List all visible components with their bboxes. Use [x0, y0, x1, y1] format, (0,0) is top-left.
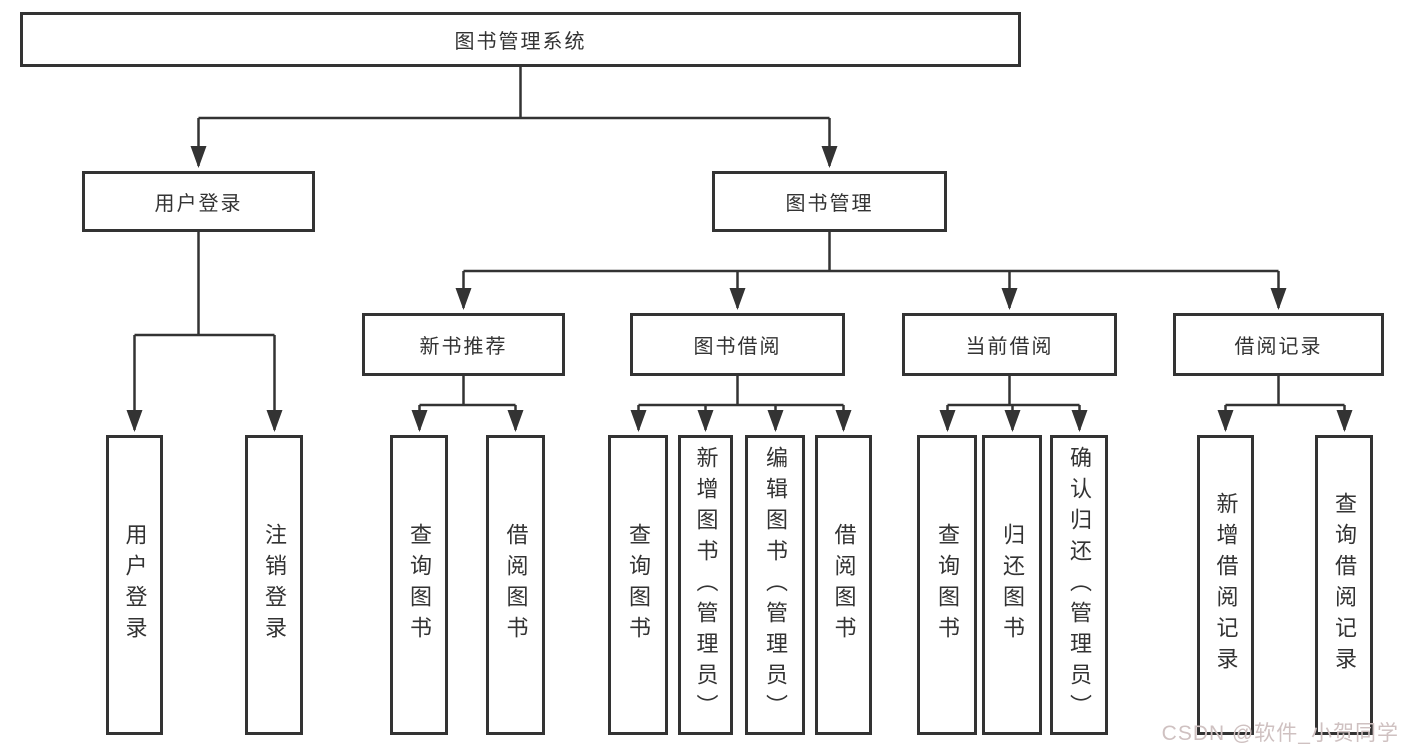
leaf-confirm-return-admin: 确认归还（管理员）	[1050, 435, 1108, 735]
leaf-query-books-borrow: 查询图书	[608, 435, 668, 735]
leaf-label: 确认归还（管理员）	[1067, 445, 1092, 725]
leaf-label: 用户登录	[122, 523, 148, 647]
leaf-label: 查询图书	[407, 523, 432, 647]
node-label: 图书管理系统	[454, 31, 587, 53]
leaf-borrow-books: 借阅图书	[815, 435, 872, 735]
leaf-return-books: 归还图书	[982, 435, 1042, 735]
node-label: 图书借阅	[693, 336, 782, 358]
leaf-query-books-current: 查询图书	[917, 435, 977, 735]
node-root: 图书管理系统	[20, 12, 1021, 67]
connector-book-borrow-to-leaves	[630, 376, 852, 432]
leaf-query-books-recommend: 查询图书	[390, 435, 448, 735]
leaf-add-borrow-record: 新增借阅记录	[1197, 435, 1254, 735]
leaf-logout: 注销登录	[245, 435, 303, 735]
connector-current-borrow-to-leaves	[939, 376, 1088, 432]
node-label: 新书推荐	[419, 336, 508, 358]
node-current-borrow: 当前借阅	[902, 313, 1117, 376]
watermark: CSDN @软件_小贺同学	[1161, 722, 1399, 745]
leaf-label: 编辑图书（管理员）	[763, 445, 788, 725]
leaf-label: 注销登录	[262, 523, 287, 647]
connector-new-book-to-leaves	[411, 376, 524, 432]
leaf-label: 归还图书	[1000, 523, 1025, 647]
connector-borrow-records-to-leaves	[1217, 376, 1353, 432]
leaf-label: 新增借阅记录	[1213, 492, 1239, 678]
leaf-label: 借阅图书	[831, 523, 857, 647]
leaf-borrow-books-recommend: 借阅图书	[486, 435, 545, 735]
leaf-query-borrow-record: 查询借阅记录	[1315, 435, 1373, 735]
leaf-label: 新增图书（管理员）	[693, 445, 719, 725]
node-new-book-recommend: 新书推荐	[362, 313, 565, 376]
leaf-add-books-admin: 新增图书（管理员）	[678, 435, 733, 735]
leaf-label: 借阅图书	[503, 523, 529, 647]
node-label: 借阅记录	[1234, 336, 1323, 358]
node-user-login: 用户登录	[82, 171, 315, 232]
leaf-label: 查询图书	[935, 523, 960, 647]
connector-book-management-to-level3	[455, 232, 1287, 310]
node-book-management: 图书管理	[712, 171, 947, 232]
connector-user-login-to-leaves	[126, 232, 283, 432]
node-label: 用户登录	[154, 193, 243, 215]
node-book-borrow: 图书借阅	[630, 313, 845, 376]
node-label: 图书管理	[785, 193, 874, 215]
leaf-user-login: 用户登录	[106, 435, 163, 735]
node-borrow-records: 借阅记录	[1173, 313, 1384, 376]
connector-root-to-level2	[190, 66, 838, 168]
leaf-edit-books-admin: 编辑图书（管理员）	[745, 435, 805, 735]
leaf-label: 查询图书	[626, 523, 651, 647]
leaf-label: 查询借阅记录	[1332, 492, 1357, 678]
node-label: 当前借阅	[965, 336, 1054, 358]
